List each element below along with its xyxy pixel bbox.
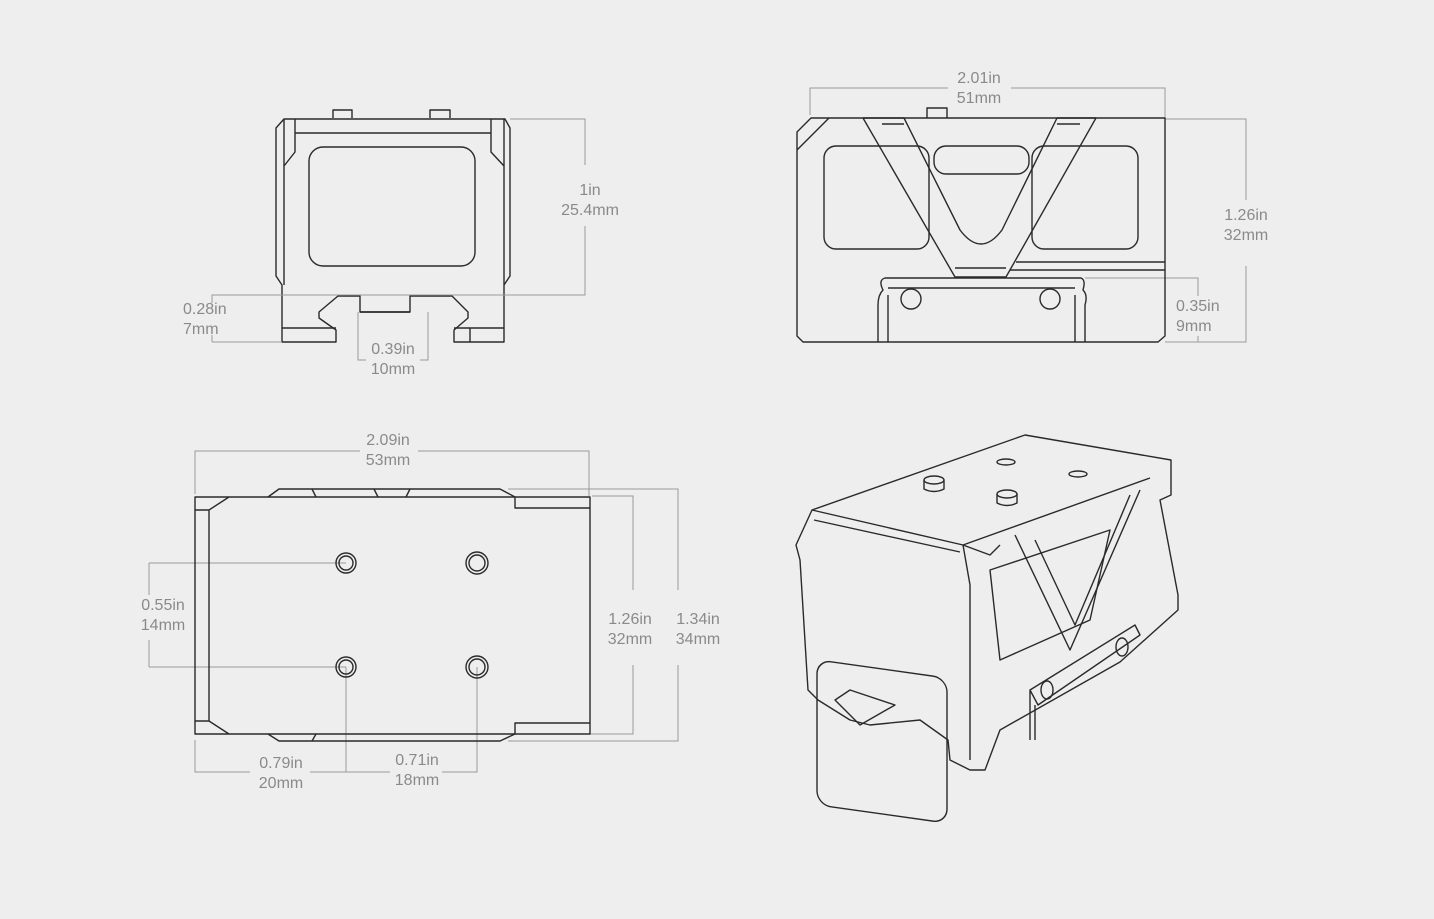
- top-view: [148, 450, 679, 773]
- front-view: [211, 109, 586, 361]
- isometric-view: [795, 434, 1179, 822]
- side-view: [796, 87, 1247, 343]
